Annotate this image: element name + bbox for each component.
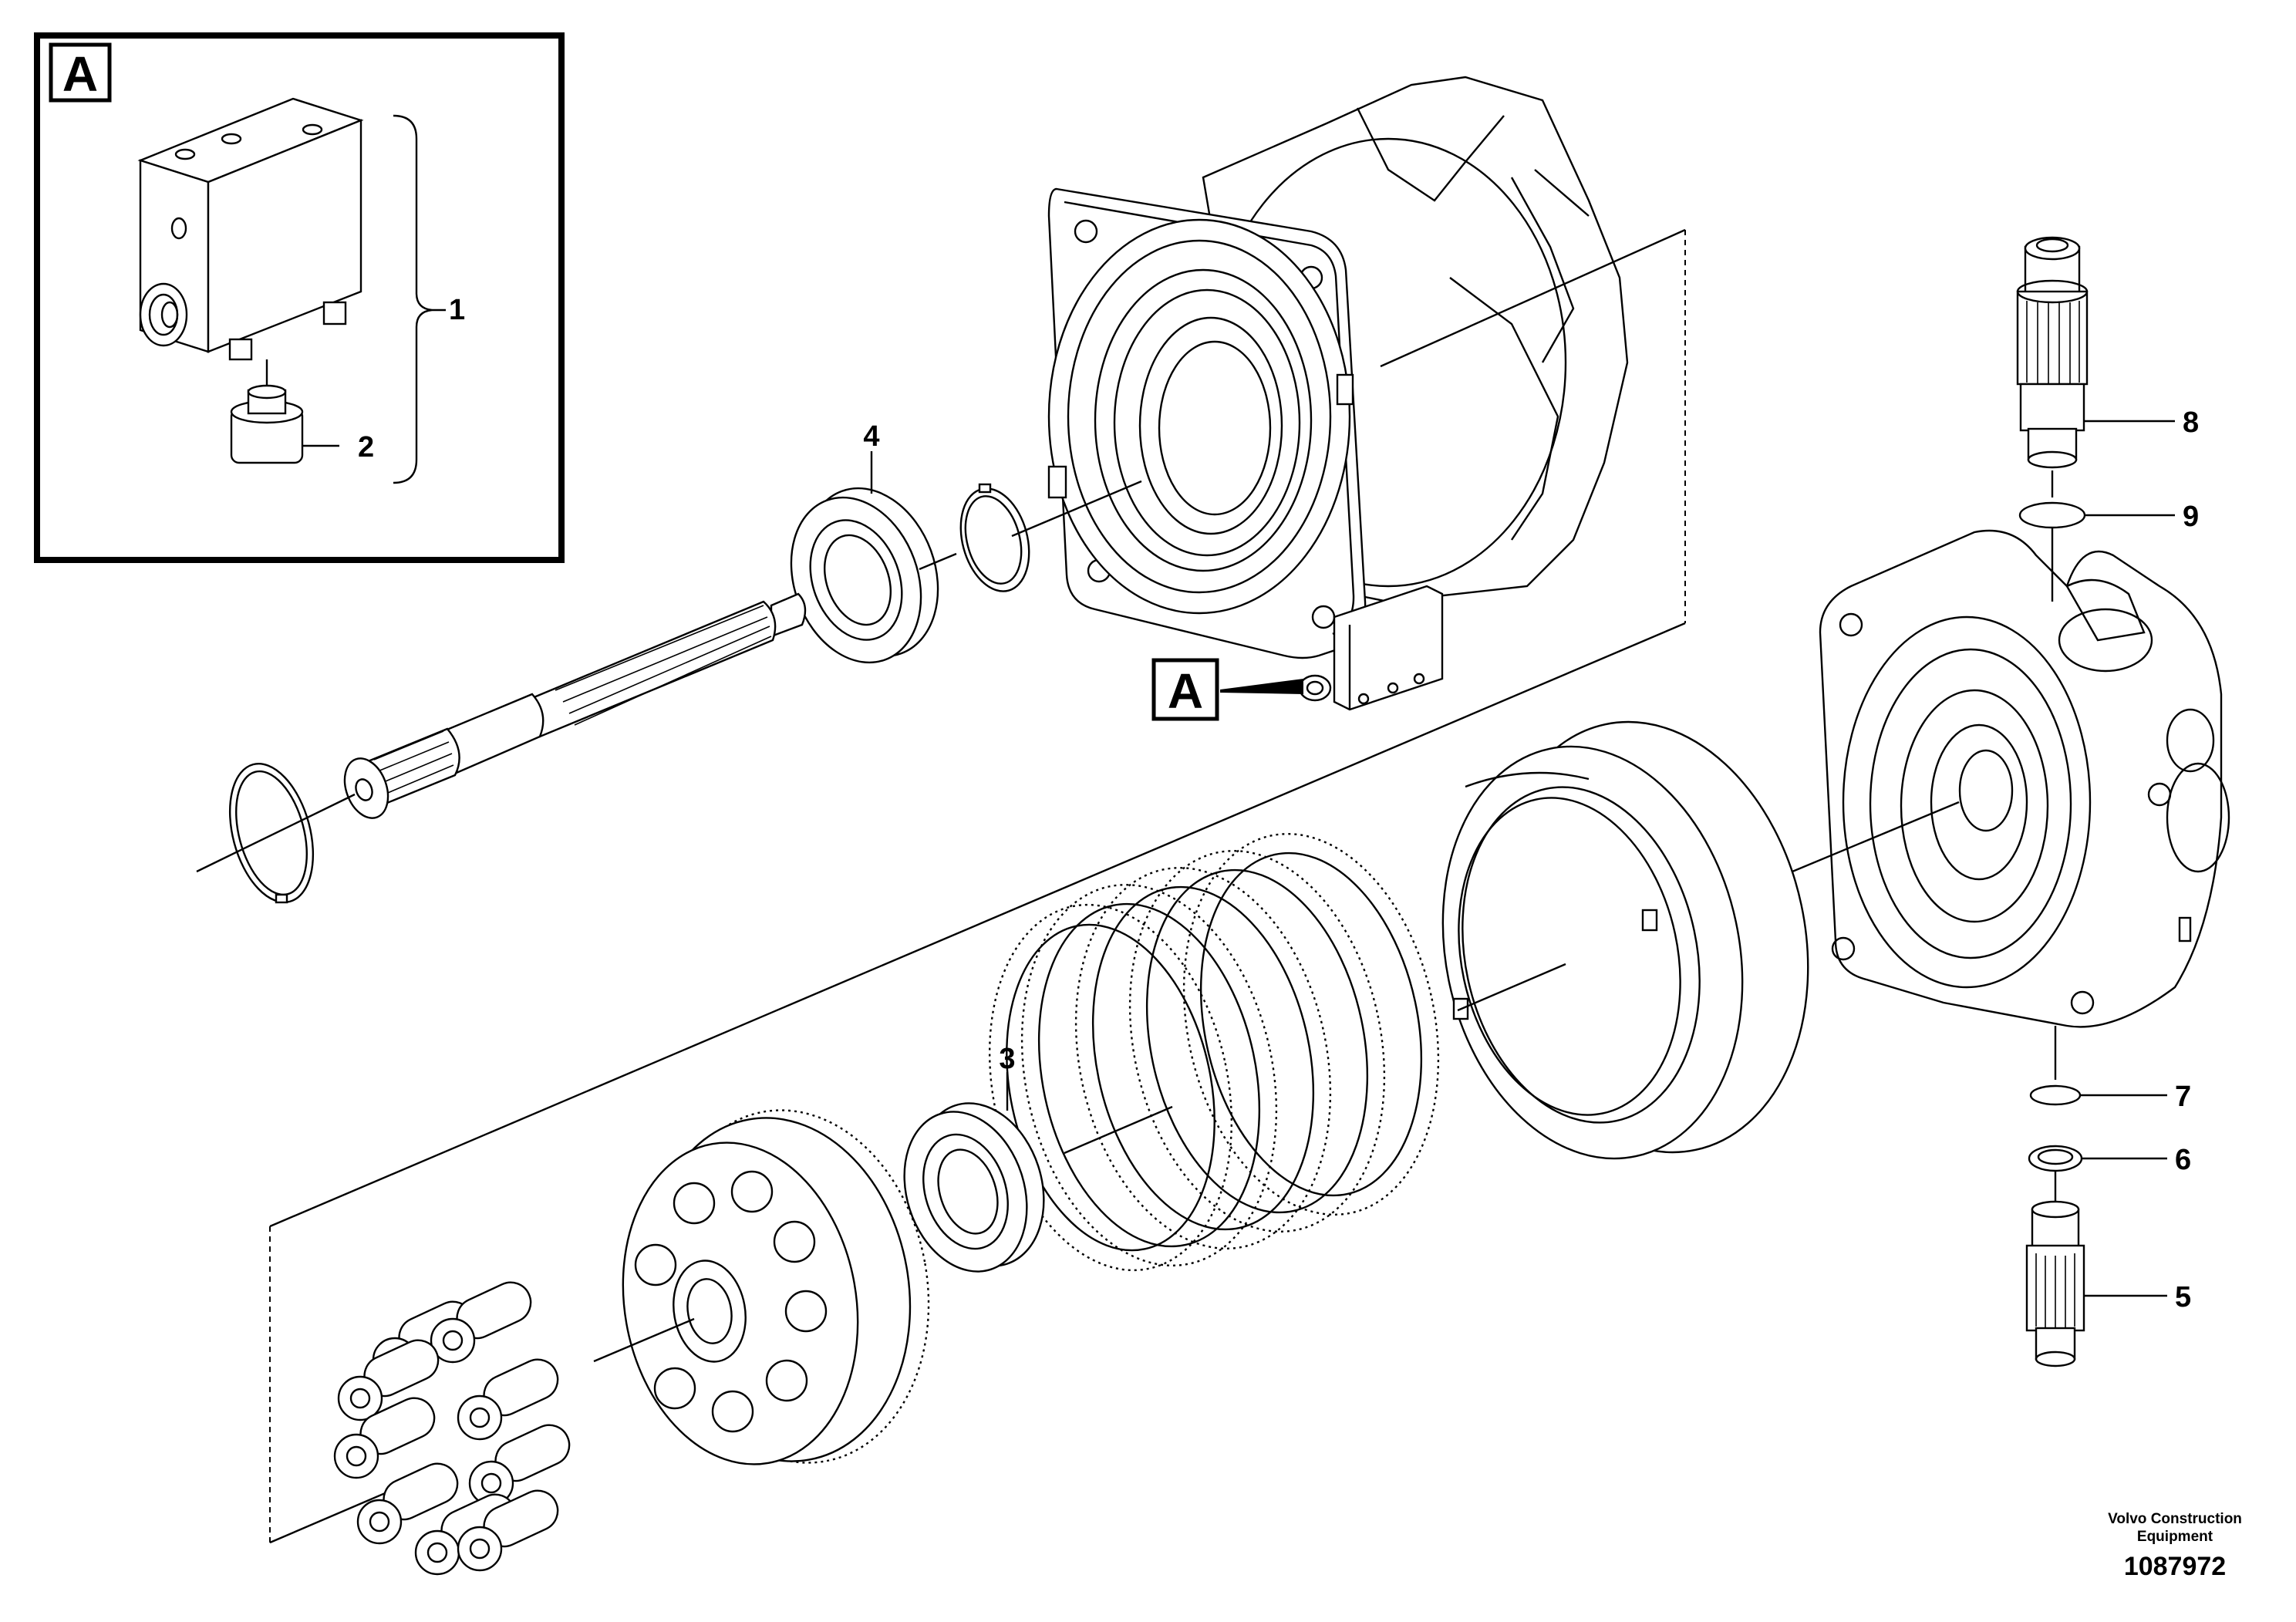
- part-label-1: 1: [449, 294, 465, 326]
- snap-ring-upper: [959, 483, 1030, 592]
- o-ring-part-9-drawing: [2018, 501, 2086, 529]
- cylinder-block-drawing: [622, 1109, 930, 1465]
- part-label-8: 8: [2183, 406, 2199, 439]
- plug-part-2-drawing: [230, 384, 339, 464]
- part-label-9: 9: [2183, 501, 2199, 533]
- part-label-7: 7: [2175, 1081, 2191, 1113]
- part-label-6: 6: [2175, 1144, 2191, 1176]
- drawing-number: 1087972: [2124, 1552, 2226, 1581]
- part-label-4: 4: [863, 420, 879, 453]
- o-ring-part-7-drawing: [2029, 1084, 2082, 1106]
- valve-cartridge-part-8-drawing: [2016, 236, 2175, 497]
- part-label-5: 5: [2175, 1281, 2191, 1313]
- snap-ring-lower: [228, 762, 315, 904]
- part-label-3: 3: [999, 1043, 1015, 1075]
- valve-part-5-drawing: [2025, 1200, 2085, 1367]
- part-label-2: 2: [358, 431, 374, 464]
- friction-disc-pack-drawing: [988, 833, 1440, 1272]
- brand-line-2: Equipment: [2137, 1529, 2213, 1545]
- bearing-part-3-drawing: [903, 1072, 1045, 1273]
- inset-letter: A: [62, 46, 98, 102]
- callout-letter: A: [1168, 663, 1203, 719]
- drive-shaft-drawing: [343, 592, 807, 819]
- brand-line-1: Volvo Construction: [2108, 1511, 2242, 1527]
- detail-inset-a: A: [34, 32, 565, 563]
- valve-block-drawing: [137, 97, 364, 409]
- motor-housing-drawing: [1047, 76, 1629, 711]
- callout-a: A: [1151, 658, 1303, 721]
- pistons-drawing: [333, 1281, 571, 1576]
- brake-piston-drawing: [1441, 720, 1809, 1160]
- rear-cover-drawing: [1819, 529, 2230, 1028]
- backup-ring-part-6-drawing: [2028, 1145, 2083, 1172]
- bearing-part-4-drawing: [790, 451, 939, 664]
